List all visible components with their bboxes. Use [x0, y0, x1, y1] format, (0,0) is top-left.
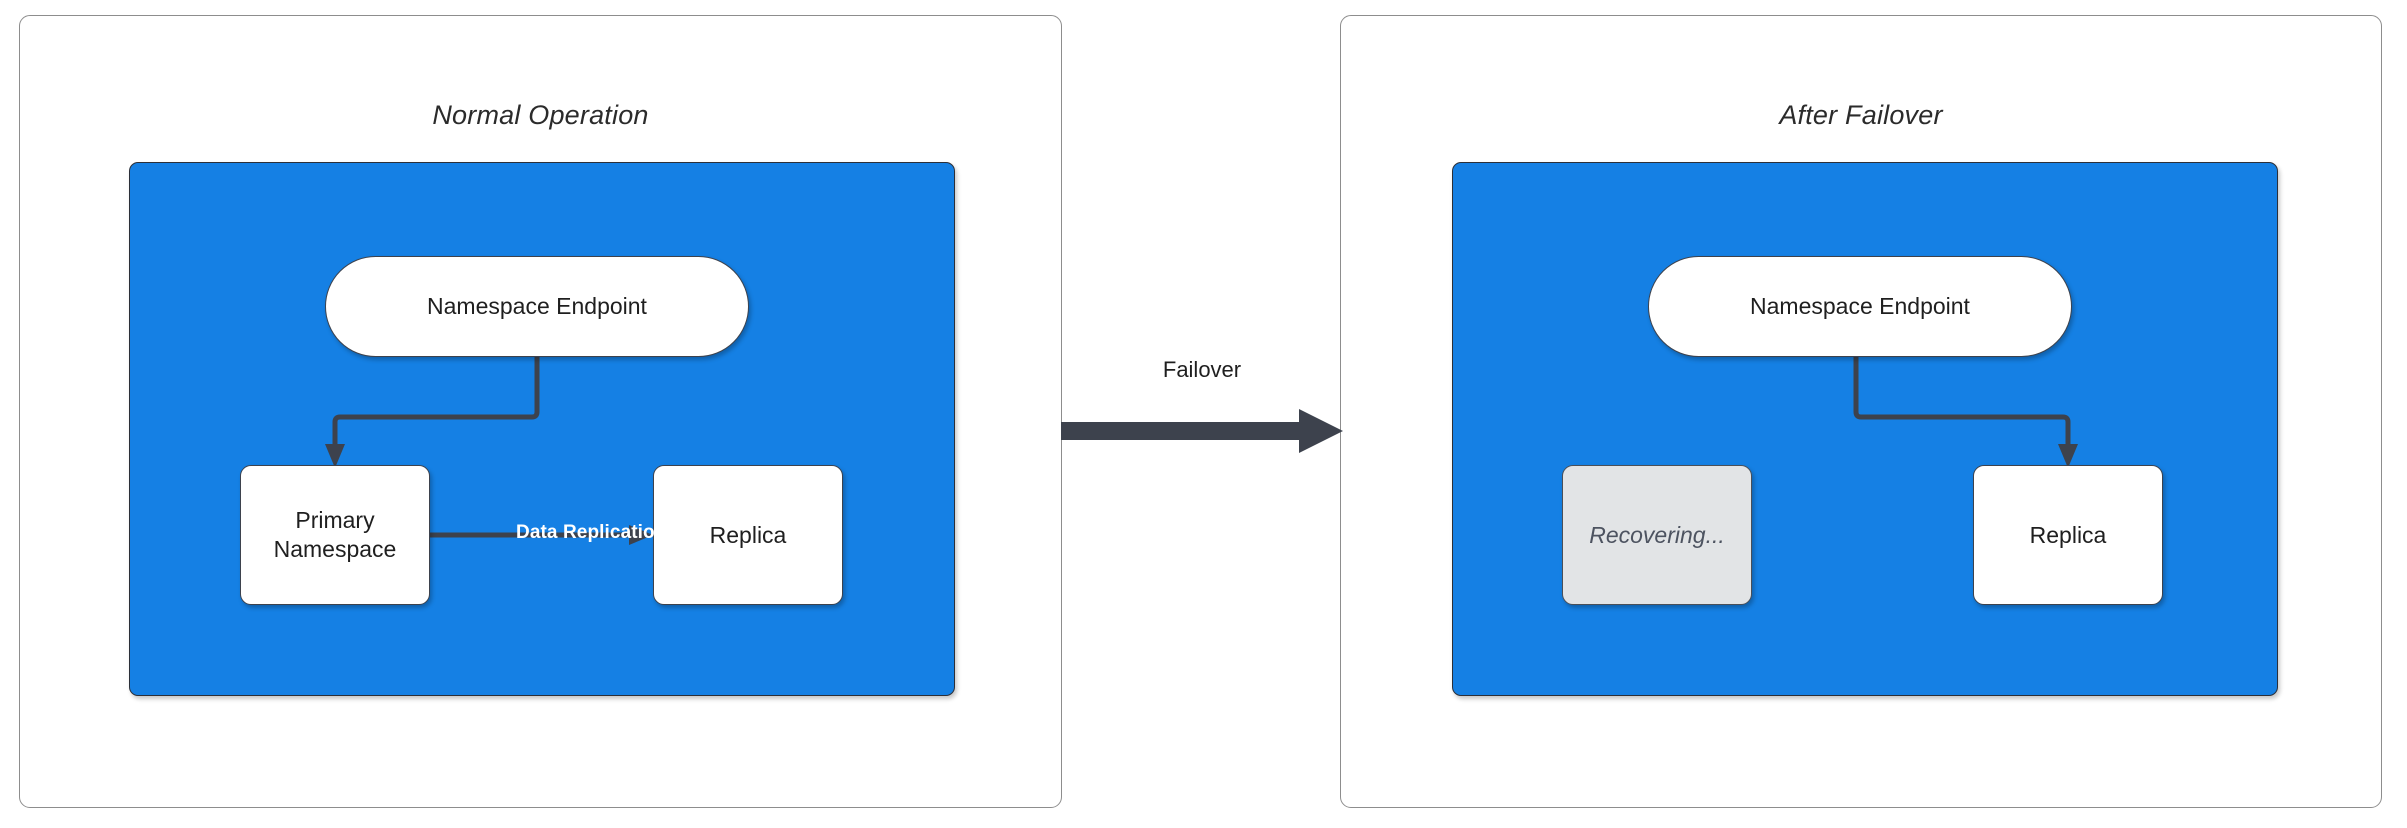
- node-replica-normal[interactable]: Replica: [653, 465, 843, 605]
- panel-title-after-failover: After Failover: [1779, 100, 1943, 130]
- node-recovering[interactable]: Recovering...: [1562, 465, 1752, 605]
- node-namespace-endpoint-normal[interactable]: Namespace Endpoint: [325, 256, 749, 357]
- node-primary-namespace[interactable]: Primary Namespace: [240, 465, 430, 605]
- node-label: Primary Namespace: [274, 506, 397, 564]
- node-label-line1: Primary: [295, 507, 375, 534]
- node-label: Recovering...: [1589, 521, 1725, 548]
- cluster-box-after-failover: [1452, 162, 2278, 696]
- failover-transition-arrow: [1061, 409, 1343, 453]
- node-label: Namespace Endpoint: [427, 293, 647, 320]
- cluster-box-normal-operation: [129, 162, 955, 696]
- panel-title-normal-operation: Normal Operation: [432, 100, 649, 130]
- failover-transition-label: Failover: [1162, 357, 1242, 382]
- node-label-line2: Namespace: [273, 536, 397, 562]
- node-label: Namespace Endpoint: [1750, 293, 1970, 320]
- edge-label-data-replication: Data Replication: [516, 522, 667, 543]
- node-label: Replica: [2029, 521, 2107, 548]
- node-label: Replica: [709, 521, 787, 548]
- node-replica-failover[interactable]: Replica: [1973, 465, 2163, 605]
- node-namespace-endpoint-failover[interactable]: Namespace Endpoint: [1648, 256, 2072, 357]
